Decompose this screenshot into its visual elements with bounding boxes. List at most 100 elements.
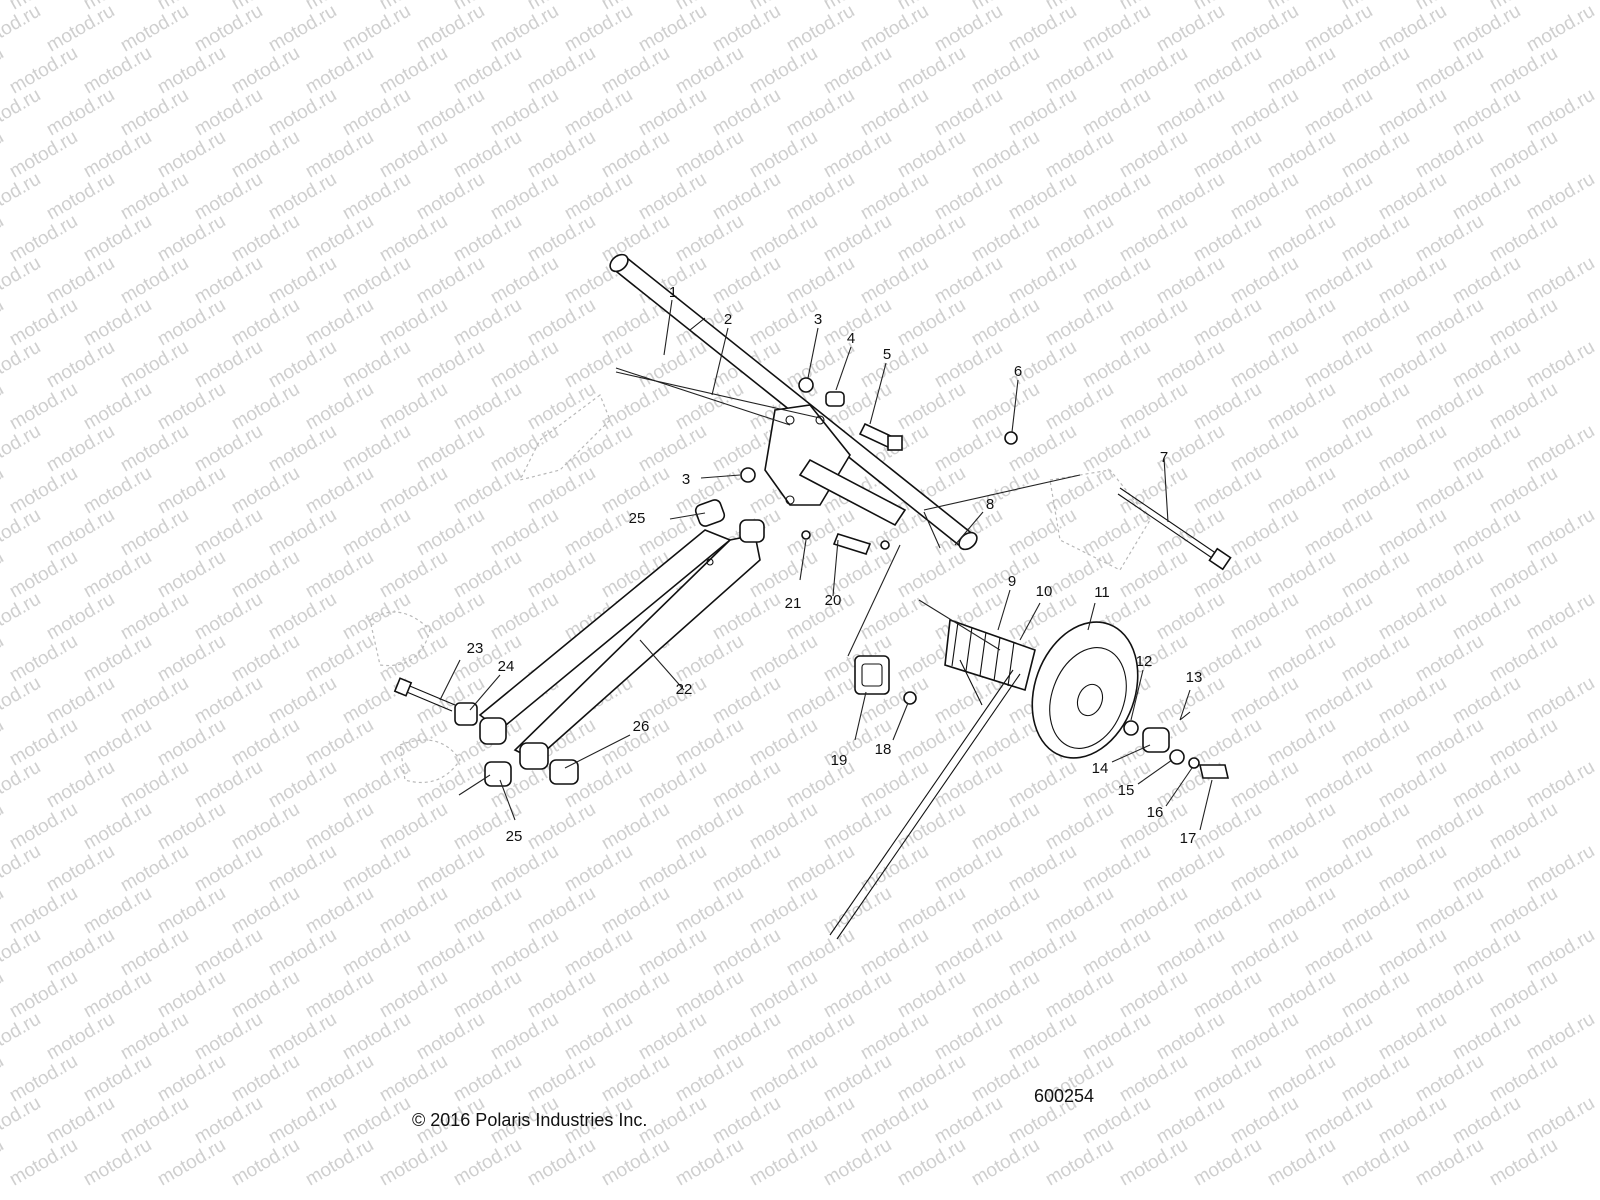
watermark-text: motod.ru — [265, 1093, 340, 1149]
watermark-text: motod.ru — [302, 379, 377, 435]
watermark-text: motod.ru — [1153, 169, 1228, 225]
watermark-text: motod.ru — [1301, 841, 1376, 897]
watermark-text: motod.ru — [1412, 715, 1487, 771]
watermark-text: motod.ru — [598, 127, 673, 183]
watermark-text: motod.ru — [6, 799, 81, 855]
watermark-text: motod.ru — [6, 715, 81, 771]
watermark-text: motod.ru — [191, 421, 266, 477]
watermark-text: motod.ru — [1116, 967, 1191, 1023]
watermark-text: motod.ru — [746, 211, 821, 267]
watermark-text: motod.ru — [1449, 253, 1524, 309]
watermark-text: motod.ru — [820, 127, 895, 183]
watermark-text: motod.ru — [931, 757, 1006, 813]
watermark-text: motod.ru — [1153, 589, 1228, 645]
watermark-text: motod.ru — [339, 337, 414, 393]
watermark-text: motod.ru — [894, 127, 969, 183]
watermark-text: motod.ru — [80, 1135, 155, 1191]
watermark-text: motod.ru — [1338, 1135, 1413, 1191]
watermark-text: motod.ru — [1338, 715, 1413, 771]
watermark-text: motod.ru — [1301, 337, 1376, 393]
watermark-text: motod.ru — [1412, 967, 1487, 1023]
watermark-text: motod.ru — [487, 1, 562, 57]
watermark-text: motod.ru — [339, 85, 414, 141]
watermark-text: motod.ru — [1227, 1093, 1302, 1149]
callout-24: 24 — [498, 658, 515, 675]
watermark-text: motod.ru — [931, 925, 1006, 981]
watermark-text: motod.ru — [1486, 1135, 1561, 1191]
watermark-text: motod.ru — [0, 1051, 7, 1107]
watermark-text: motod.ru — [339, 1093, 414, 1149]
watermark-text: motod.ru — [1523, 169, 1598, 225]
watermark-text: motod.ru — [709, 673, 784, 729]
watermark-text: motod.ru — [376, 547, 451, 603]
watermark-text: motod.ru — [1375, 1, 1450, 57]
watermark-text: motod.ru — [1523, 1, 1598, 57]
watermark-text: motod.ru — [1079, 925, 1154, 981]
watermark-text: motod.ru — [1486, 463, 1561, 519]
watermark-text: motod.ru — [1523, 421, 1598, 477]
watermark-text: motod.ru — [635, 169, 710, 225]
watermark-text: motod.ru — [0, 253, 44, 309]
watermark-text: motod.ru — [857, 85, 932, 141]
watermark-text: motod.ru — [117, 757, 192, 813]
watermark-text: motod.ru — [413, 1009, 488, 1065]
watermark-text: motod.ru — [1301, 757, 1376, 813]
watermark-text: motod.ru — [1375, 925, 1450, 981]
watermark-text: motod.ru — [265, 421, 340, 477]
watermark-text: motod.ru — [0, 673, 44, 729]
watermark-text: motod.ru — [80, 631, 155, 687]
watermark-text: motod.ru — [894, 43, 969, 99]
watermark-text: motod.ru — [1338, 1051, 1413, 1107]
watermark-text: motod.ru — [1523, 1009, 1598, 1065]
watermark-text: motod.ru — [1412, 463, 1487, 519]
watermark-text: motod.ru — [857, 1093, 932, 1149]
watermark-text: motod.ru — [1523, 757, 1598, 813]
watermark-text: motod.ru — [1375, 1009, 1450, 1065]
watermark-text: motod.ru — [709, 1009, 784, 1065]
watermark-text: motod.ru — [117, 421, 192, 477]
watermark-text: motod.ru — [80, 211, 155, 267]
watermark-text: motod.ru — [1190, 463, 1265, 519]
watermark-text: motod.ru — [265, 841, 340, 897]
watermark-text: motod.ru — [43, 1093, 118, 1149]
watermark-text: motod.ru — [1227, 421, 1302, 477]
watermark-text: motod.ru — [191, 1009, 266, 1065]
watermark-text: motod.ru — [302, 211, 377, 267]
watermark-text: motod.ru — [1227, 673, 1302, 729]
watermark-text: motod.ru — [228, 43, 303, 99]
watermark-text: motod.ru — [709, 85, 784, 141]
watermark-text: motod.ru — [598, 883, 673, 939]
watermark-text: motod.ru — [6, 631, 81, 687]
watermark-text: motod.ru — [1412, 631, 1487, 687]
watermark-text: motod.ru — [154, 463, 229, 519]
watermark-text: motod.ru — [228, 967, 303, 1023]
watermark-text: motod.ru — [561, 337, 636, 393]
watermark-text: motod.ru — [1449, 1, 1524, 57]
watermark-text: motod.ru — [413, 1, 488, 57]
watermark-text: motod.ru — [1375, 253, 1450, 309]
watermark-text: motod.ru — [1153, 841, 1228, 897]
watermark-text: motod.ru — [968, 799, 1043, 855]
watermark-text: motod.ru — [1190, 1135, 1265, 1191]
watermark-text: motod.ru — [1449, 673, 1524, 729]
watermark-text: motod.ru — [1264, 379, 1339, 435]
callout-18: 18 — [875, 741, 892, 758]
watermark-text: motod.ru — [968, 211, 1043, 267]
watermark-text: motod.ru — [154, 211, 229, 267]
watermark-text: motod.ru — [1042, 295, 1117, 351]
callout-26: 26 — [633, 718, 650, 735]
watermark-text: motod.ru — [1412, 127, 1487, 183]
watermark-text: motod.ru — [228, 127, 303, 183]
watermark-text: motod.ru — [968, 127, 1043, 183]
watermark-text: motod.ru — [1116, 43, 1191, 99]
watermark-text: motod.ru — [1042, 967, 1117, 1023]
watermark-text: motod.ru — [43, 925, 118, 981]
watermark-text: motod.ru — [339, 253, 414, 309]
watermark-text: motod.ru — [820, 1135, 895, 1191]
watermark-text: motod.ru — [672, 127, 747, 183]
watermark-text: motod.ru — [1486, 379, 1561, 435]
watermark-text: motod.ru — [413, 169, 488, 225]
watermark-text: motod.ru — [524, 967, 599, 1023]
watermark-text: motod.ru — [1301, 253, 1376, 309]
watermark-text: motod.ru — [1412, 379, 1487, 435]
